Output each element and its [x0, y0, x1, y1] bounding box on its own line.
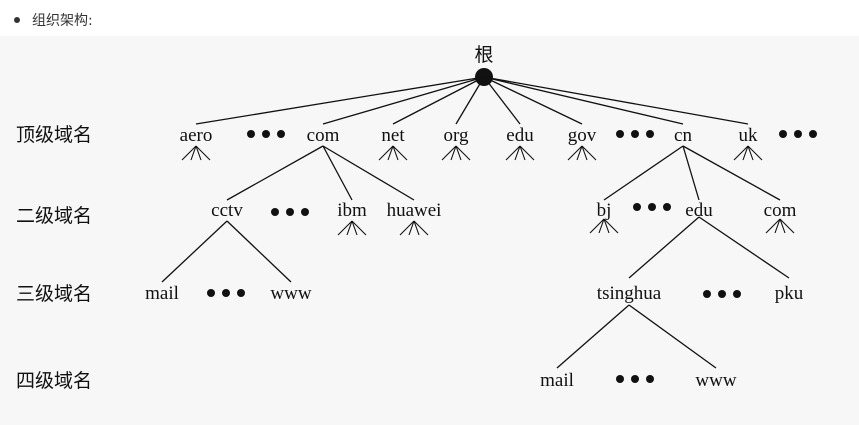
third-www: www [270, 283, 311, 304]
tld-edu: edu [506, 125, 534, 146]
edge-cctv-mail [161, 220, 228, 283]
level-label-third: 三级域名 [16, 283, 92, 305]
bullet-dot-icon [14, 17, 20, 23]
edge-com-huawei [322, 145, 415, 201]
ellipsis-cctv-ibm [271, 208, 309, 216]
fan-icon-uk [733, 145, 763, 161]
second-cctv: cctv [211, 200, 243, 221]
fan-icon-gov [567, 145, 597, 161]
fan-icon-ibm [337, 220, 367, 236]
third-pku: pku [775, 283, 804, 304]
ellipsis-tsinghua-pku [703, 290, 741, 298]
tld-org: org [444, 125, 469, 146]
edge-root-aero [195, 76, 485, 125]
edge-root-cn [483, 76, 684, 125]
ellipsis-aero-com [247, 130, 285, 138]
tld-uk: uk [739, 125, 759, 146]
tld-com: com [307, 125, 340, 146]
bullet-text: 组织架构: [32, 13, 93, 29]
ellipsis-fourth [616, 375, 654, 383]
second-bj: bj [597, 200, 612, 221]
edge-root-edu [483, 76, 521, 125]
domain-tree-svg: 根 顶级域名 二级域名 三级域名 四级域名 aero com net org e… [16, 44, 817, 392]
edge-cn-com [682, 145, 781, 201]
fan-icon-edu [505, 145, 535, 161]
edge-tsinghua-www [628, 304, 717, 369]
ellipsis-gov-cn [616, 130, 654, 138]
edge-com-cctv [226, 145, 324, 201]
edge-cn-bj [603, 145, 684, 201]
edge-com-ibm [322, 145, 353, 201]
edge-cctv-www [226, 220, 292, 283]
domain-tree-diagram: 根 顶级域名 二级域名 三级域名 四级域名 aero com net org e… [0, 36, 859, 425]
edge-root-gov [483, 76, 583, 125]
edge-root-uk [483, 76, 749, 125]
third-mail: mail [145, 283, 179, 304]
fan-icon-cn-com [765, 218, 795, 234]
tld-net: net [381, 125, 405, 146]
third-tsinghua: tsinghua [597, 283, 662, 304]
fan-icon-aero [181, 145, 211, 161]
bullet-item: 组织架构: [14, 8, 93, 32]
ellipsis-mail-www [207, 289, 245, 297]
fan-icon-net [378, 145, 408, 161]
edge-tsinghua-mail [556, 304, 630, 369]
tld-cn: cn [674, 125, 692, 146]
fan-icon-huawei [399, 220, 429, 236]
edge-cn-edu [682, 145, 700, 201]
edge-edu-tsinghua [628, 216, 700, 279]
level-label-top: 顶级域名 [16, 124, 92, 146]
second-edu: edu [685, 200, 713, 221]
fan-icon-bj [589, 218, 619, 234]
fourth-mail: mail [540, 370, 574, 391]
second-com: com [764, 200, 797, 221]
root-label: 根 [474, 44, 493, 66]
fourth-www: www [695, 370, 736, 391]
edge-edu-pku [698, 216, 790, 279]
second-ibm: ibm [337, 200, 367, 221]
edge-root-com [322, 76, 485, 125]
edge-root-org [455, 76, 485, 125]
tld-gov: gov [568, 125, 597, 146]
second-huawei: huawei [387, 200, 442, 221]
level-label-second: 二级域名 [16, 205, 92, 227]
edge-root-net [392, 76, 485, 125]
tld-aero: aero [180, 125, 213, 146]
ellipsis-after-uk [779, 130, 817, 138]
level-label-fourth: 四级域名 [16, 370, 92, 392]
ellipsis-bj-edu [633, 203, 671, 211]
fan-icon-org [441, 145, 471, 161]
